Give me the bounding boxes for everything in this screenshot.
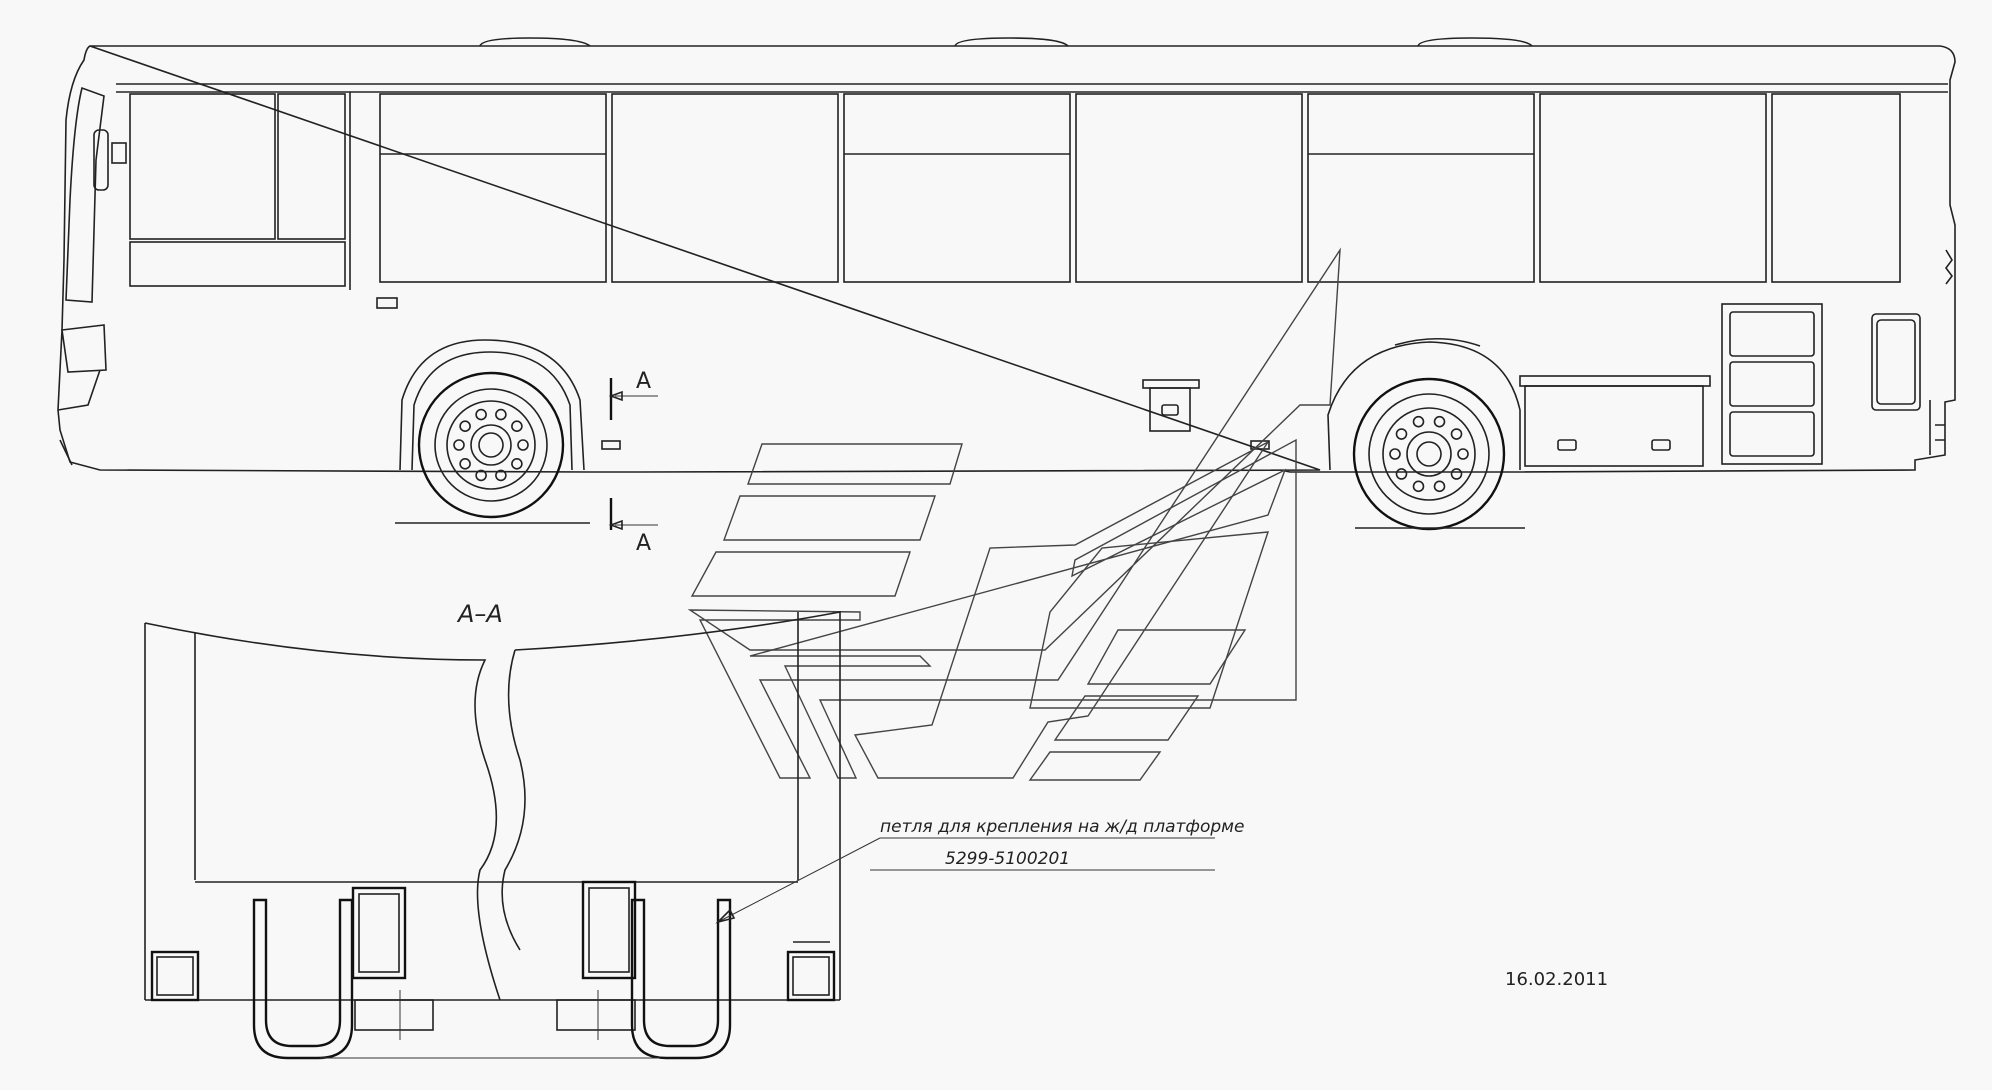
corner-tube-left	[150, 950, 200, 1002]
square-tube-right	[581, 880, 637, 980]
mirror-bracket	[111, 142, 127, 164]
side-marker-rear	[1250, 440, 1270, 450]
rear-side-panel-inner	[1876, 319, 1916, 405]
wheel-nut	[1433, 480, 1446, 493]
bottom-plate-left	[354, 999, 434, 1031]
side-marker-mid	[601, 440, 621, 450]
wheel-nut	[475, 408, 487, 421]
square-tube-left	[351, 886, 407, 980]
wheel-nut	[1433, 415, 1446, 428]
rear-wheel-arch	[1327, 341, 1521, 471]
floor-break-right	[501, 649, 526, 951]
bus-side-view: A A	[57, 37, 1956, 556]
headlight	[61, 324, 107, 373]
front-wheel-arch	[399, 339, 585, 471]
mirror	[93, 129, 109, 191]
front-window-lower	[129, 241, 346, 287]
engine-grille-3	[1729, 411, 1815, 457]
wheel-nut	[1412, 415, 1425, 428]
wheel-nut	[459, 420, 471, 432]
luggage-hatch	[1524, 385, 1704, 467]
callout-label: петля для крепления на ж/д платформе	[880, 817, 1244, 837]
floor-left-outline	[144, 622, 501, 1001]
engine-door	[1721, 303, 1823, 465]
roof-hatch-1	[479, 37, 591, 47]
watermark-logo	[687, 247, 1341, 781]
luggage-hatch-handle-2	[1651, 439, 1671, 451]
wheel-nut	[459, 458, 471, 470]
bottom-plate-right	[556, 999, 636, 1031]
fuel-flap	[1149, 387, 1191, 432]
wheel-nut	[1389, 448, 1401, 460]
wheel-nut	[1412, 480, 1425, 493]
engine-grille-2	[1729, 361, 1815, 407]
wheel-nut	[511, 420, 523, 432]
front-wheel	[417, 371, 565, 519]
wheel-nut	[1457, 448, 1469, 460]
wheel-nut	[1450, 468, 1463, 480]
front-bumper	[57, 369, 101, 466]
section-title: A–A	[456, 600, 503, 628]
section-view-a-a: A–A	[144, 600, 841, 1060]
front-window-upper	[129, 93, 276, 240]
passenger-windows	[379, 93, 1901, 283]
u-loop-right	[630, 898, 732, 1060]
callout	[715, 837, 1215, 924]
section-mark-bottom: A	[636, 531, 651, 556]
wheel-nut	[1450, 428, 1463, 440]
side-marker-front	[376, 297, 398, 309]
rear-wheel-arch-top	[1394, 337, 1481, 347]
section-cut-marks	[608, 378, 658, 531]
front-wheel-arch-inner	[411, 351, 573, 471]
fuel-flap-handle	[1161, 404, 1179, 416]
rear-wheel	[1352, 377, 1506, 531]
roof-hatch-2	[954, 37, 1069, 47]
wheel-nut	[495, 469, 507, 482]
rear-bumper	[1929, 400, 1945, 455]
wheel-nut	[517, 439, 529, 451]
bus-body-outline	[57, 45, 1956, 473]
fuel-flap-cover	[1142, 379, 1200, 389]
section-mark-top: A	[636, 369, 651, 394]
luggage-hatch-top	[1519, 375, 1711, 387]
floor-right-outline	[514, 611, 841, 1000]
wheel-nut	[475, 469, 487, 482]
windshield	[65, 86, 105, 303]
wheel-nut	[1395, 428, 1408, 440]
rear-side-panel	[1871, 313, 1921, 411]
rear-lights	[1945, 249, 1953, 285]
wheel-nut	[1395, 468, 1408, 480]
luggage-hatch-handle-1	[1557, 439, 1577, 451]
driver-window	[277, 93, 346, 240]
wheel-nut	[453, 439, 465, 451]
engine-grille-1	[1729, 311, 1815, 357]
drawing-date: 16.02.2011	[1505, 969, 1608, 990]
wheel-nut	[495, 408, 507, 421]
corner-tube-right	[786, 950, 836, 1002]
wheel-nut	[511, 458, 523, 470]
roof-hatch-3	[1417, 37, 1533, 47]
part-number: 5299-5100201	[945, 849, 1070, 869]
u-loop-left	[252, 898, 354, 1060]
